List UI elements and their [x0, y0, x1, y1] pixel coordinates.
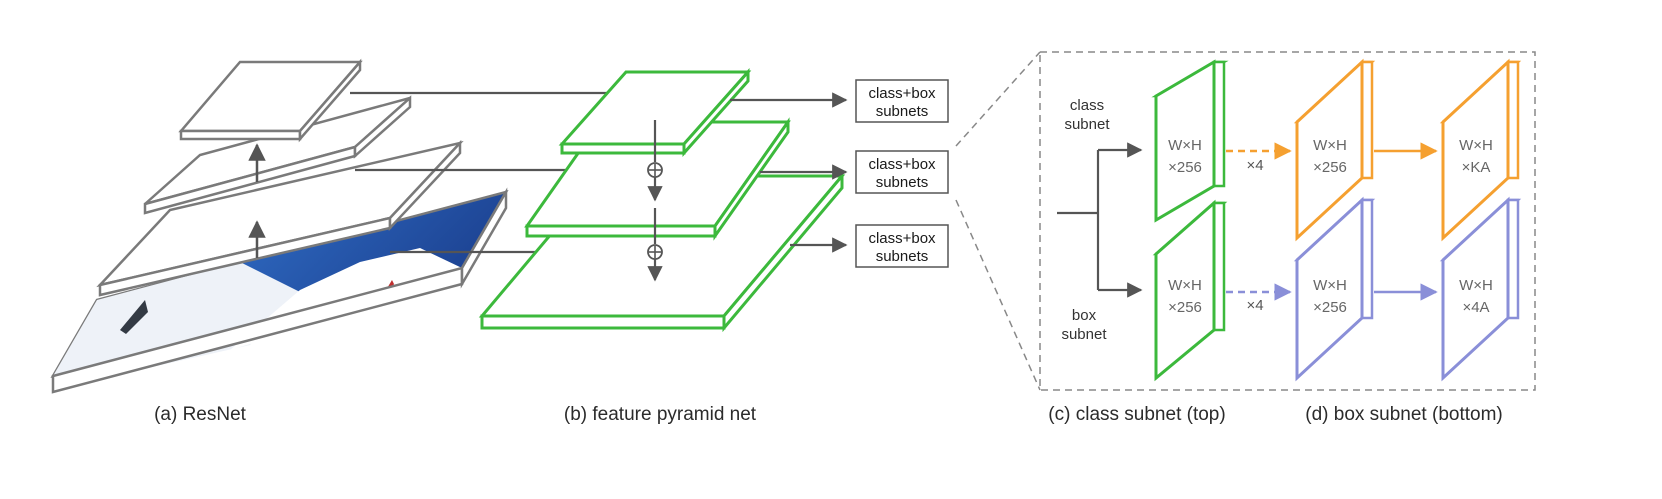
class-tensor-orange: W×H ×256 [1293, 58, 1376, 242]
box-tensor-purple: W×H ×256 [1293, 196, 1376, 382]
subnet-box-line2: subnets [876, 174, 929, 191]
subnet-box-line1: class+box [868, 85, 936, 102]
class-repeat-label: ×4 [1246, 157, 1263, 174]
feature-pyramid [478, 68, 846, 333]
subnet-box-line1: class+box [868, 230, 936, 247]
resnet-layer-c3 [96, 139, 464, 297]
resnet-layer-c5 [178, 58, 363, 143]
input-image [50, 187, 509, 394]
subnet-detail-panel: class subnet box subnet W×H ×256 W×H ×25… [955, 51, 1536, 391]
tensor-dim-line1: W×H [1168, 137, 1202, 154]
fpn-level-p5 [558, 68, 752, 157]
caption-class-subnet: (c) class subnet (top) [1048, 404, 1225, 425]
tensor-dim-line2: ×KA [1462, 159, 1491, 176]
caption-resnet: (a) ResNet [154, 404, 247, 425]
tensor-dim-line1: W×H [1313, 137, 1347, 154]
merge-node [647, 244, 663, 260]
tensor-dim-line2: ×4A [1462, 299, 1489, 316]
fpn-to-subnet-arrows [730, 92, 848, 253]
tensor-dim-line2: ×256 [1168, 159, 1202, 176]
box-tensor-green: W×H ×256 [1152, 199, 1228, 382]
subnet-box-line2: subnets [876, 248, 929, 265]
class-tensor-green: W×H ×256 [1151, 59, 1229, 223]
tensor-dim-line2: ×256 [1313, 159, 1347, 176]
box-subnet-label-line1: box [1072, 307, 1097, 324]
resnet-backbone [50, 58, 509, 394]
tensor-dim-line1: W×H [1168, 277, 1202, 294]
resnet-layer-c4 [143, 95, 412, 215]
class-tensor-output: W×H ×KA [1439, 58, 1522, 242]
class-subnet-label-line2: subnet [1064, 116, 1110, 133]
caption-fpn: (b) feature pyramid net [564, 404, 757, 425]
caption-box-subnet: (d) box subnet (bottom) [1305, 404, 1502, 425]
box-repeat-label: ×4 [1246, 297, 1263, 314]
input-split-arrows [1057, 142, 1143, 298]
class-subnet-label-line1: class [1070, 97, 1104, 114]
subnet-box: class+box subnets [855, 150, 949, 194]
subnet-box-line2: subnets [876, 103, 929, 120]
box-subnet-label-line2: subnet [1061, 326, 1107, 343]
tensor-dim-line2: ×256 [1168, 299, 1202, 316]
subnet-box: class+box subnets [855, 79, 949, 123]
box-tensor-output: W×H ×4A [1439, 196, 1522, 382]
merge-node [647, 162, 663, 178]
subnet-box-line1: class+box [868, 156, 936, 173]
tensor-dim-line2: ×256 [1313, 299, 1347, 316]
tensor-dim-line1: W×H [1459, 137, 1493, 154]
subnet-box: class+box subnets [855, 224, 949, 268]
tensor-dim-line1: W×H [1313, 277, 1347, 294]
tensor-dim-line1: W×H [1459, 277, 1493, 294]
